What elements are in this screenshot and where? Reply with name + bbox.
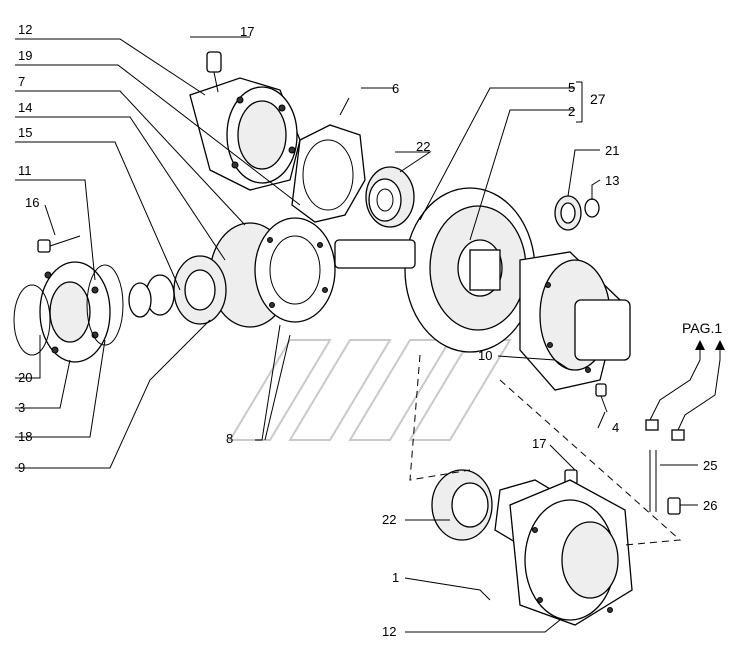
callout-20: 20	[18, 370, 32, 385]
fitting-26	[667, 497, 681, 515]
callout-17-top: 17	[240, 24, 254, 39]
output-flange-10	[519, 251, 631, 391]
callout-3: 3	[18, 400, 25, 415]
planet-carrier-7	[209, 217, 416, 328]
callout-21: 21	[605, 143, 619, 158]
callout-17-lower: 17	[532, 436, 546, 451]
leader-lines	[15, 36, 698, 633]
bearing-21	[554, 195, 582, 231]
hub-flange-3	[39, 261, 124, 363]
shim-plate-6	[291, 124, 366, 223]
callout-13: 13	[605, 173, 619, 188]
callout-4: 4	[612, 420, 619, 435]
callout-7: 7	[18, 74, 25, 89]
callout-8: 8	[226, 431, 233, 446]
bolt-17-top	[206, 51, 222, 93]
hub-housing-upper	[189, 77, 301, 191]
callout-22-lower: 22	[382, 512, 396, 527]
crown-gear-2	[404, 187, 536, 353]
callout-9: 9	[18, 460, 25, 475]
oring-20	[13, 284, 51, 356]
assembly-lines	[409, 354, 682, 546]
callout-12-lower: 12	[382, 624, 396, 639]
callout-26: 26	[703, 498, 717, 513]
hub-housing-lower	[509, 479, 633, 626]
callout-10: 10	[478, 348, 492, 363]
bearing-22-upper	[365, 166, 415, 228]
callout-15: 15	[18, 125, 32, 140]
callout-11: 11	[18, 163, 32, 178]
pipes-25	[645, 359, 721, 512]
callout-5: 5	[568, 80, 575, 95]
bolt-16	[37, 235, 81, 253]
callout-6: 6	[392, 81, 399, 96]
ring-13	[584, 198, 600, 218]
bolt-4	[595, 383, 608, 413]
callout-25: 25	[703, 458, 717, 473]
callout-27: 27	[590, 91, 606, 107]
callouts: 12 17 19 6 7 14 5 2 27 15 22 21 11 13 16…	[18, 22, 722, 639]
callout-19: 19	[18, 48, 32, 63]
callout-16: 16	[25, 195, 39, 210]
callout-18: 18	[18, 429, 32, 444]
callout-2: 2	[568, 104, 575, 119]
callout-pag1: PAG.1	[682, 320, 722, 336]
arrow-up-icon	[695, 340, 725, 360]
callout-14: 14	[18, 100, 32, 115]
bearing-15	[173, 255, 227, 325]
callout-1: 1	[392, 570, 399, 585]
oring-11	[128, 282, 152, 318]
watermark	[228, 339, 512, 441]
callout-22-top: 22	[416, 139, 430, 154]
bearing-22-lower	[431, 469, 493, 541]
callout-12-top: 12	[18, 22, 32, 37]
